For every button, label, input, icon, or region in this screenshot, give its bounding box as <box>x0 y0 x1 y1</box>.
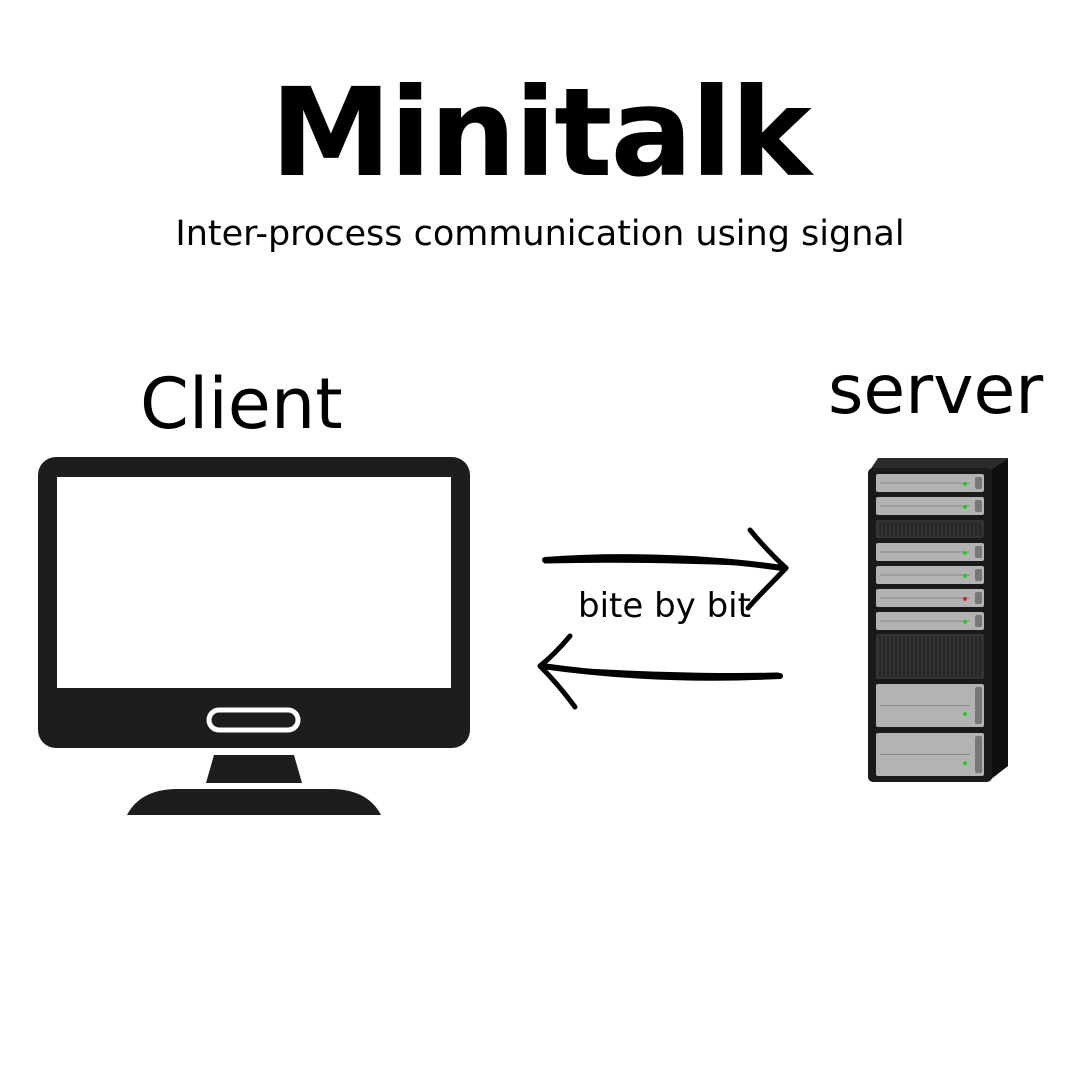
rack-unit-led <box>963 550 967 555</box>
rack-unit-handle <box>975 687 982 724</box>
monitor-neck <box>206 755 302 783</box>
server-rack-icon <box>868 458 1008 782</box>
rack-unit-led <box>963 619 967 624</box>
rack-vent <box>876 634 984 679</box>
rack-top <box>870 458 1008 470</box>
rack-unit-handle <box>975 500 982 512</box>
monitor-screen <box>57 477 451 688</box>
arrow-left-icon <box>537 633 783 710</box>
rack-unit-handle <box>975 569 982 581</box>
rack-side <box>990 458 1008 780</box>
rack-unit-led <box>963 504 967 509</box>
arrow-right-icon <box>542 527 789 611</box>
rack-unit-led <box>963 573 967 578</box>
rack-unit-led <box>963 712 967 717</box>
rack-unit-led <box>963 761 967 766</box>
arrow-label: bite by bit <box>578 586 751 626</box>
rack-unit-handle <box>975 546 982 558</box>
rack-vent <box>876 520 984 538</box>
page-title: Minitalk <box>270 62 812 204</box>
desktop-monitor-icon <box>38 457 470 815</box>
rack-unit-handle <box>975 477 982 489</box>
rack-units <box>876 474 984 776</box>
monitor-base <box>127 789 381 815</box>
rack-unit-led <box>963 596 967 601</box>
server-label: server <box>828 351 1044 430</box>
rack-unit-handle <box>975 592 982 604</box>
rack-unit-led <box>963 481 967 486</box>
page-subtitle: Inter-process communication using signal <box>175 214 905 254</box>
client-label: Client <box>140 363 343 445</box>
rack-unit-handle <box>975 736 982 773</box>
monitor-logo-slot <box>206 707 301 733</box>
rack-unit-handle <box>975 615 982 627</box>
